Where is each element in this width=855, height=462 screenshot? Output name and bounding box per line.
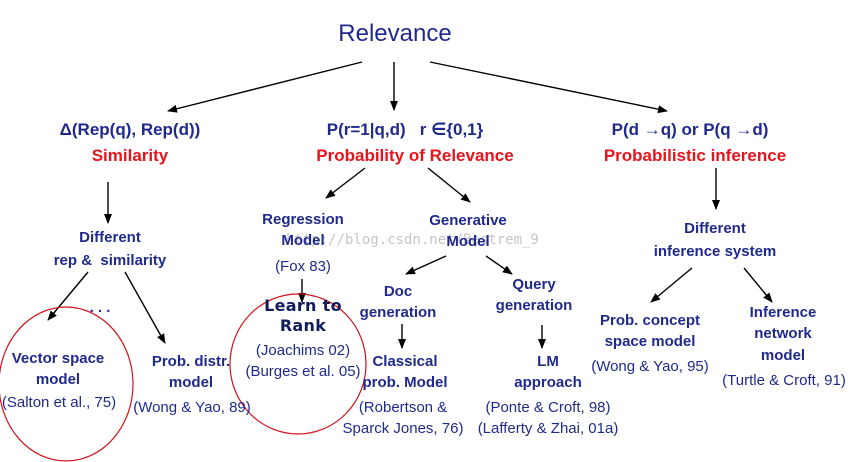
highlight-circle-vector-space	[0, 306, 134, 462]
arrow-relevance-similarity	[167, 61, 363, 113]
lm-cite-2: (Lafferty & Zhai, 01a)	[477, 420, 619, 438]
prob-concept-line-1: Prob. concept	[599, 312, 700, 329]
query-generation: Query generation	[484, 276, 584, 315]
arrow-probability-generative	[427, 167, 471, 203]
vector-space-model: Vector space model	[0, 350, 116, 389]
inference-network-line-2: network	[754, 325, 812, 343]
generative-line-1: Generative	[429, 212, 507, 229]
relevance-title: Relevance	[338, 20, 452, 47]
classical-cite-2: Sparck Jones, 76)	[342, 420, 464, 438]
prob-concept-line-2: space model	[604, 333, 696, 351]
regression-line-1: Regression	[262, 211, 344, 228]
different-rep-line-1: Different	[79, 229, 141, 246]
classical-prob-model: Classical prob. Model	[350, 353, 460, 392]
classical-line-2: prob. Model	[362, 374, 448, 392]
classical-line-1: Classical	[372, 353, 438, 370]
doc-generation-line-1: Doc	[383, 283, 413, 300]
regression-line-2: Model	[281, 232, 325, 250]
learn-to-rank-line-2: Rank	[279, 316, 327, 336]
arrow-generative-doc	[405, 255, 447, 275]
vector-space-citation: (Salton et al., 75)	[1, 394, 117, 411]
arrow-different-vector-space	[47, 271, 89, 321]
probabilistic-inference-label: Probabilistic inference	[603, 146, 787, 165]
arrow-probability-regression	[325, 167, 366, 199]
lm-approach: LM approach	[500, 353, 596, 392]
arrow-generative-query	[485, 255, 513, 275]
regression-model: Regression Model	[250, 211, 356, 250]
inference-network-line-3: model	[760, 346, 806, 364]
arrow-relevance-inference	[429, 61, 668, 114]
learn-to-rank-citations: (Joachims 02) (Burges et al. 05)	[240, 342, 366, 381]
query-generation-line-1: Query	[512, 276, 556, 293]
query-generation-line-2: generation	[495, 297, 573, 315]
generative-line-2: Model	[446, 233, 490, 251]
prob-distr-line-1: Prob. distr.	[151, 353, 231, 370]
prob-distr-model: Prob. distr. model	[135, 353, 247, 392]
inference-network-line-1: Inference	[749, 304, 817, 321]
learn-to-rank-cite-2: (Burges et al. 05)	[245, 363, 361, 381]
learn-to-rank-line-1: Learn to	[264, 296, 342, 315]
prob-concept-space-model: Prob. concept space model	[590, 312, 710, 351]
learn-to-rank: Learn to Rank	[250, 296, 356, 336]
lm-line-1: LM	[537, 353, 559, 370]
classical-cite-1: (Robertson &	[358, 399, 448, 416]
similarity-ellipsis: . . .	[89, 299, 111, 316]
arrow-different-prob-concept	[650, 267, 693, 303]
inference-network-model: Inference network model	[730, 304, 836, 364]
similarity-formula: Δ(Rep(q), Rep(d))	[59, 120, 201, 139]
learn-to-rank-cite-1: (Joachims 02)	[255, 342, 351, 359]
different-rep-line-2: rep & similarity	[53, 252, 167, 270]
doc-generation: Doc generation	[350, 283, 446, 322]
probability-formula: P(r=1|q,d) r ∈{0,1}	[326, 120, 484, 139]
inference-formula: P(d →q) or P(q →d)	[611, 120, 769, 139]
watermark: http://blog.csdn.net/Bestrem_9	[286, 232, 539, 248]
different-rep-similarity: Different rep & similarity	[40, 229, 180, 270]
vector-space-line-2: model	[35, 371, 81, 389]
arrow-different-inference-network	[743, 267, 773, 303]
lm-citations: (Ponte & Croft, 98) (Lafferty & Zhai, 01…	[474, 399, 622, 438]
prob-concept-citation: (Wong & Yao, 95)	[591, 358, 709, 375]
generative-model: Generative Model	[415, 212, 521, 251]
arrow-different-prob-distr	[124, 271, 166, 344]
lm-line-2: approach	[514, 374, 582, 392]
vector-space-line-1: Vector space	[11, 350, 105, 367]
inference-network-citation: (Turtle & Croft, 91)	[722, 372, 846, 389]
highlight-circle-learn-to-rank	[229, 293, 367, 435]
different-inference-line-1: Different	[684, 220, 746, 237]
doc-generation-line-2: generation	[359, 304, 437, 322]
classical-citations: (Robertson & Sparck Jones, 76)	[336, 399, 470, 438]
different-inference-system: Different inference system	[640, 220, 790, 261]
probability-of-relevance-label: Probability of Relevance	[316, 146, 514, 165]
similarity-label: Similarity	[91, 146, 169, 165]
prob-distr-citation: (Wong & Yao, 89)	[133, 399, 251, 416]
lm-cite-1: (Ponte & Croft, 98)	[485, 399, 611, 416]
different-inference-line-2: inference system	[653, 243, 777, 261]
regression-citation: (Fox 83)	[275, 258, 331, 275]
prob-distr-line-2: model	[168, 374, 214, 392]
